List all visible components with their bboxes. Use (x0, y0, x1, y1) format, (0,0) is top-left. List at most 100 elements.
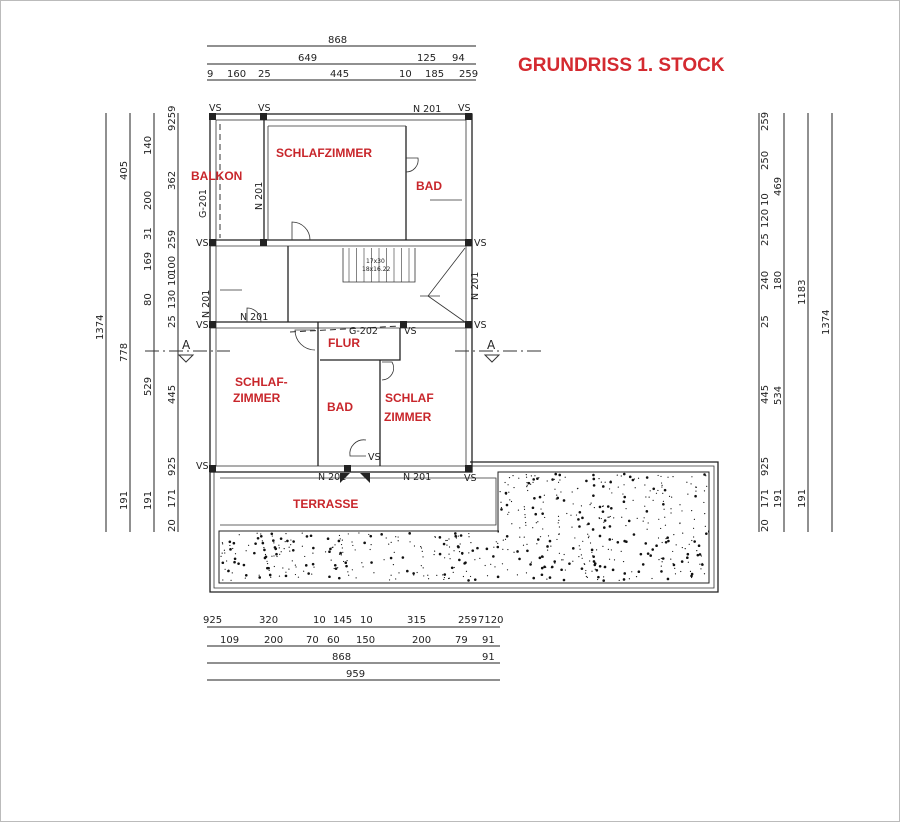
gravel-dot (501, 563, 504, 565)
dim-label: 140 (143, 136, 154, 155)
gravel-dot (663, 488, 667, 492)
gravel-dot (568, 562, 571, 565)
gravel-dot (380, 533, 383, 536)
gravel-dot (639, 552, 643, 556)
gravel-dot (602, 526, 606, 529)
gravel-dot (608, 558, 611, 560)
gravel-dot (701, 563, 704, 566)
gravel-dot (290, 539, 292, 541)
gravel-dot (598, 564, 602, 568)
gravel-dot (307, 572, 310, 575)
gravel-dot (261, 540, 263, 542)
gravel-dot (221, 552, 223, 554)
gravel-dot (616, 474, 618, 476)
gravel-dot (448, 553, 450, 555)
gravel-dot (228, 569, 230, 571)
gravel-dot (516, 574, 519, 576)
gravel-dot (672, 563, 676, 567)
gravel-dot (222, 543, 224, 545)
gravel-dot (393, 551, 395, 553)
gravel-dot (601, 485, 605, 488)
gravel-dot (330, 559, 332, 561)
gravel-dot (258, 576, 262, 579)
gravel-dot (587, 522, 590, 526)
room-schlafzimmer-right: ZIMMER (384, 410, 432, 424)
gravel-dot (406, 569, 409, 573)
gravel-dot (598, 505, 602, 509)
gravel-dot (532, 481, 534, 483)
gravel-dot (443, 573, 447, 576)
gravel-dot (516, 550, 519, 553)
gravel-dot (438, 552, 442, 556)
gravel-dot (591, 528, 595, 531)
gravel-dot (679, 522, 681, 525)
dim-label: 1374 (95, 315, 106, 340)
gravel-dot (693, 518, 695, 520)
gravel-dot (329, 547, 332, 551)
gravel-dot (658, 559, 660, 561)
dim-label: 445 (167, 385, 178, 404)
dim-label: 150 (356, 635, 375, 646)
gravel-dot (460, 551, 464, 555)
gravel-dot (589, 560, 591, 562)
gravel-dot (580, 567, 584, 570)
section-marker-right: A (487, 338, 496, 352)
gravel-dot (370, 561, 373, 564)
gravel-dot (458, 558, 461, 562)
gravel-dot (268, 573, 272, 577)
gravel-dot (532, 527, 534, 529)
gravel-dot (526, 549, 529, 553)
gravel-dot (572, 503, 574, 505)
gravel-dot (690, 483, 692, 485)
gravel-dot (598, 478, 600, 480)
gravel-dot (547, 535, 550, 537)
gravel-dot (276, 555, 278, 558)
gravel-dot (346, 560, 348, 562)
gravel-dot (703, 473, 706, 476)
gravel-dot (234, 553, 237, 555)
gravel-dot (334, 567, 338, 570)
gravel-dot (228, 540, 232, 544)
gravel-dot (592, 484, 596, 487)
gravel-dot (703, 573, 706, 575)
gravel-dot (385, 537, 387, 539)
gravel-dot (264, 553, 267, 556)
dim-label: 100 (167, 256, 178, 275)
dim-label: 185 (425, 69, 444, 80)
gravel-dot (623, 484, 625, 486)
dim-label: 10 (360, 615, 373, 626)
gravel-dot (622, 578, 626, 581)
gravel-dot (401, 556, 405, 559)
gravel-dot (686, 481, 688, 483)
gravel-dot (578, 510, 582, 514)
gravel-dot (661, 558, 664, 560)
gravel-dot (681, 546, 683, 549)
gravel-dot (340, 543, 343, 546)
gravel-dot (273, 546, 277, 549)
gravel-dot (518, 557, 521, 561)
gravel-dot (563, 553, 565, 556)
gravel-dot (506, 569, 509, 571)
gravel-dot (283, 548, 285, 550)
gravel-dot (664, 524, 667, 526)
dim-label: 959 (346, 669, 365, 680)
gravel-dot (613, 559, 616, 561)
gravel-dot (694, 494, 697, 498)
gravel-dot (230, 579, 232, 581)
gravel-dot (285, 533, 287, 535)
gravel-dot (536, 538, 540, 541)
gravel-dot (696, 550, 698, 552)
gravel-dot (524, 516, 526, 518)
gravel-dot (504, 538, 507, 540)
gravel-dot (542, 501, 544, 503)
gravel-dot (603, 566, 605, 568)
gravel-dot (442, 574, 444, 576)
gravel-dot (657, 537, 660, 539)
dim-label: 529 (143, 377, 154, 396)
gravel-dot (523, 506, 525, 508)
gravel-dot (465, 570, 468, 572)
gravel-dot (395, 536, 397, 538)
gravel-dot (643, 517, 645, 519)
gravel-dot (305, 535, 309, 538)
gravel-dot (341, 547, 343, 549)
